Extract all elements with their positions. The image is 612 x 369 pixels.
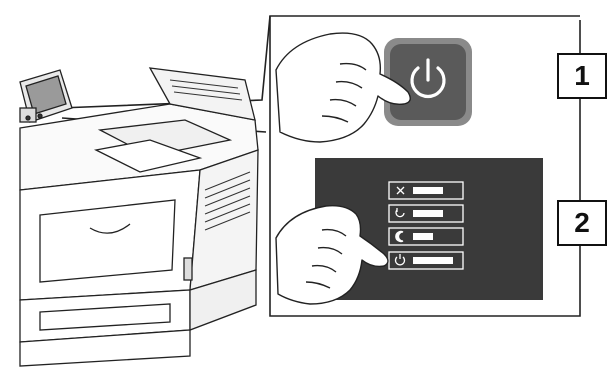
power-button[interactable] <box>384 38 472 126</box>
step-2-label: 2 <box>557 200 607 246</box>
step-1-label: 1 <box>557 53 607 99</box>
control-panel <box>20 70 72 122</box>
printer <box>20 68 258 366</box>
